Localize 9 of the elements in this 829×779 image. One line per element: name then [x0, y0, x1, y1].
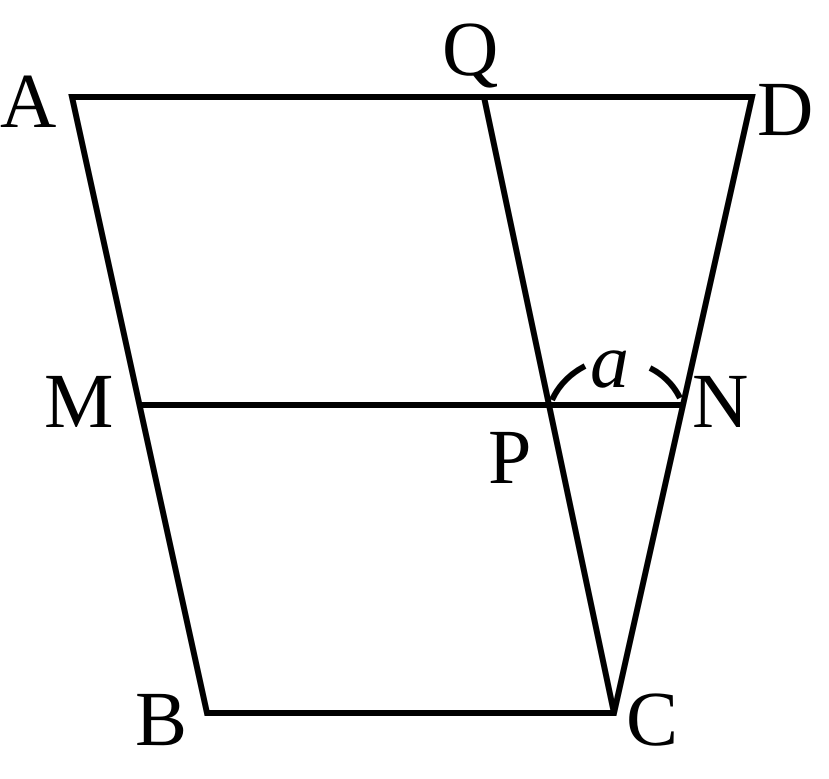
point-label: N — [692, 362, 748, 440]
angle-label: a — [590, 322, 629, 400]
point-label: M — [44, 362, 114, 440]
point-label: C — [626, 680, 678, 758]
point-label: D — [757, 70, 814, 148]
point-label: P — [488, 418, 532, 496]
point-label: A — [0, 62, 56, 140]
point-label: Q — [442, 10, 498, 88]
point-label: B — [135, 680, 188, 758]
